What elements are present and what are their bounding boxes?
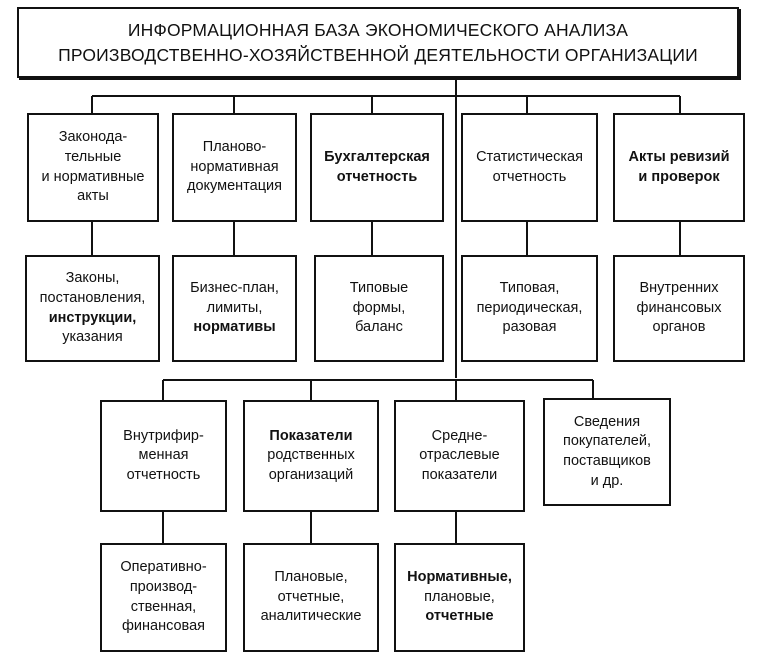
node-line: Законода- bbox=[58, 129, 128, 146]
node-line: и проверок bbox=[638, 168, 720, 185]
node-line: отчетность bbox=[492, 168, 567, 185]
node-line: показатели bbox=[421, 466, 498, 483]
title-line: ИНФОРМАЦИОННАЯ БАЗА ЭКОНОМИЧЕСКОГО АНАЛИ… bbox=[127, 20, 629, 40]
title-line: ПРОИЗВОДСТВЕННО-ХОЗЯЙСТВЕННОЙ ДЕЯТЕЛЬНОС… bbox=[58, 44, 698, 65]
node-line: отчетные, bbox=[277, 588, 345, 605]
node-line: менная bbox=[138, 447, 189, 464]
diagram-title: ИНФОРМАЦИОННАЯ БАЗА ЭКОНОМИЧЕСКОГО АНАЛИ… bbox=[17, 7, 739, 78]
node-line: постановления, bbox=[39, 289, 146, 306]
node-line: Показатели bbox=[269, 427, 353, 444]
node-line: аналитические bbox=[260, 608, 362, 625]
node-line: ственная, bbox=[130, 598, 197, 615]
node-line: Типовая, bbox=[499, 280, 560, 297]
node-statistical-reports: Статистическая отчетность bbox=[461, 113, 598, 222]
node-legislative-acts: Законода- тельные и нормативные акты bbox=[27, 113, 159, 222]
node-planning-documentation: Планово- нормативная документация bbox=[172, 113, 297, 222]
node-laws: Законы, постановления, инструкции, указа… bbox=[25, 255, 160, 362]
node-line: отчетные bbox=[425, 608, 494, 625]
node-line: отраслевые bbox=[419, 447, 500, 464]
node-line: Сведения bbox=[573, 413, 641, 430]
node-industry-average: Средне- отраслевые показатели bbox=[394, 400, 525, 512]
node-line: родственных bbox=[267, 447, 355, 464]
node-line: производ- bbox=[129, 578, 198, 595]
node-line: тельные bbox=[64, 148, 122, 165]
node-line: Законы, bbox=[65, 270, 120, 287]
node-line: плановые, bbox=[424, 588, 495, 605]
node-planned-reported-analytical: Плановые, отчетные, аналитические bbox=[243, 543, 379, 652]
node-line: Бизнес-план, bbox=[190, 280, 279, 297]
node-accounting-reports: Бухгалтерская отчетность bbox=[310, 113, 444, 222]
node-line: Типовые bbox=[349, 280, 409, 297]
node-line: Средне- bbox=[431, 427, 488, 444]
node-operational-financial: Оперативно- производ- ственная, финансов… bbox=[100, 543, 227, 652]
node-line: и нормативные bbox=[41, 168, 145, 185]
node-line: и др. bbox=[590, 472, 624, 489]
node-normative-planned-reported: Нормативные, плановые, отчетные bbox=[394, 543, 525, 652]
node-line: Бухгалтерская bbox=[324, 148, 430, 165]
node-line: финансовых bbox=[636, 299, 722, 316]
node-related-organizations: Показатели родственных организаций bbox=[243, 400, 379, 512]
node-audit-acts: Акты ревизий и проверок bbox=[613, 113, 745, 222]
node-line: Внутрифир- bbox=[123, 427, 204, 444]
node-line: Акты ревизий bbox=[628, 148, 730, 165]
node-line: покупателей, bbox=[563, 433, 651, 450]
node-line: лимиты, bbox=[206, 299, 263, 316]
node-internal-reports: Внутрифир- менная отчетность bbox=[100, 400, 227, 512]
node-line: инструкции, bbox=[48, 309, 137, 326]
node-business-plan: Бизнес-план, лимиты, нормативы bbox=[172, 255, 297, 362]
node-line: баланс bbox=[355, 319, 403, 336]
node-line: Статистическая bbox=[476, 148, 583, 165]
node-line: Внутренних bbox=[639, 280, 719, 297]
node-line: отчетность bbox=[126, 466, 201, 483]
node-line: органов bbox=[652, 319, 706, 336]
node-line: отчетность bbox=[336, 168, 418, 185]
node-buyers-suppliers: Сведения покупателей, поставщиков и др. bbox=[543, 398, 671, 506]
node-line: Планово- bbox=[202, 139, 267, 156]
node-internal-financial: Внутренних финансовых органов bbox=[613, 255, 745, 362]
node-standard-periodic: Типовая, периодическая, разовая bbox=[461, 255, 598, 362]
node-line: организаций bbox=[268, 466, 354, 483]
node-line: периодическая, bbox=[476, 299, 583, 316]
node-line: нормативы bbox=[193, 319, 276, 336]
node-line: разовая bbox=[502, 319, 557, 336]
node-line: нормативная bbox=[190, 158, 279, 175]
node-line: Плановые, bbox=[274, 569, 348, 586]
node-line: указания bbox=[62, 329, 123, 346]
node-line: Оперативно- bbox=[120, 559, 207, 576]
node-line: документация bbox=[187, 178, 282, 195]
node-line: Нормативные, bbox=[407, 569, 512, 586]
node-standard-forms: Типовые формы, баланс bbox=[314, 255, 444, 362]
node-line: акты bbox=[77, 188, 109, 205]
node-line: финансовая bbox=[121, 618, 206, 635]
node-line: формы, bbox=[352, 299, 406, 316]
node-line: поставщиков bbox=[563, 453, 651, 469]
